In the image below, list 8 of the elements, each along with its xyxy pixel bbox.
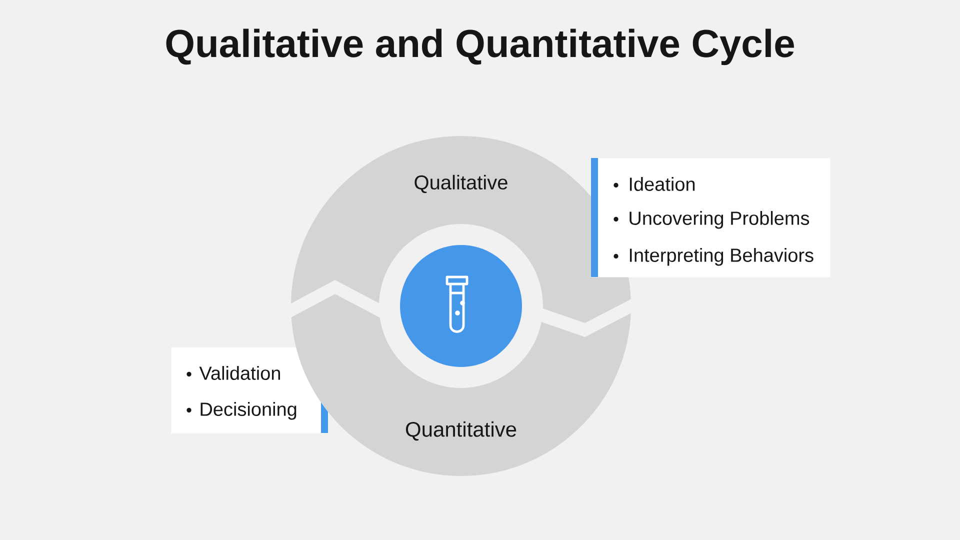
list-item: Validation — [199, 366, 280, 380]
title: Qualitative and Quantitative Cycle — [166, 28, 794, 66]
list-item: Ideation — [630, 177, 695, 191]
list-item: Decisioning — [200, 402, 296, 420]
segment-label: Qualitative — [414, 174, 508, 194]
list-item: Interpreting Behaviors — [630, 248, 814, 266]
list-item: Uncovering Problems — [630, 211, 810, 229]
segment-label: Quantitative — [406, 421, 516, 441]
